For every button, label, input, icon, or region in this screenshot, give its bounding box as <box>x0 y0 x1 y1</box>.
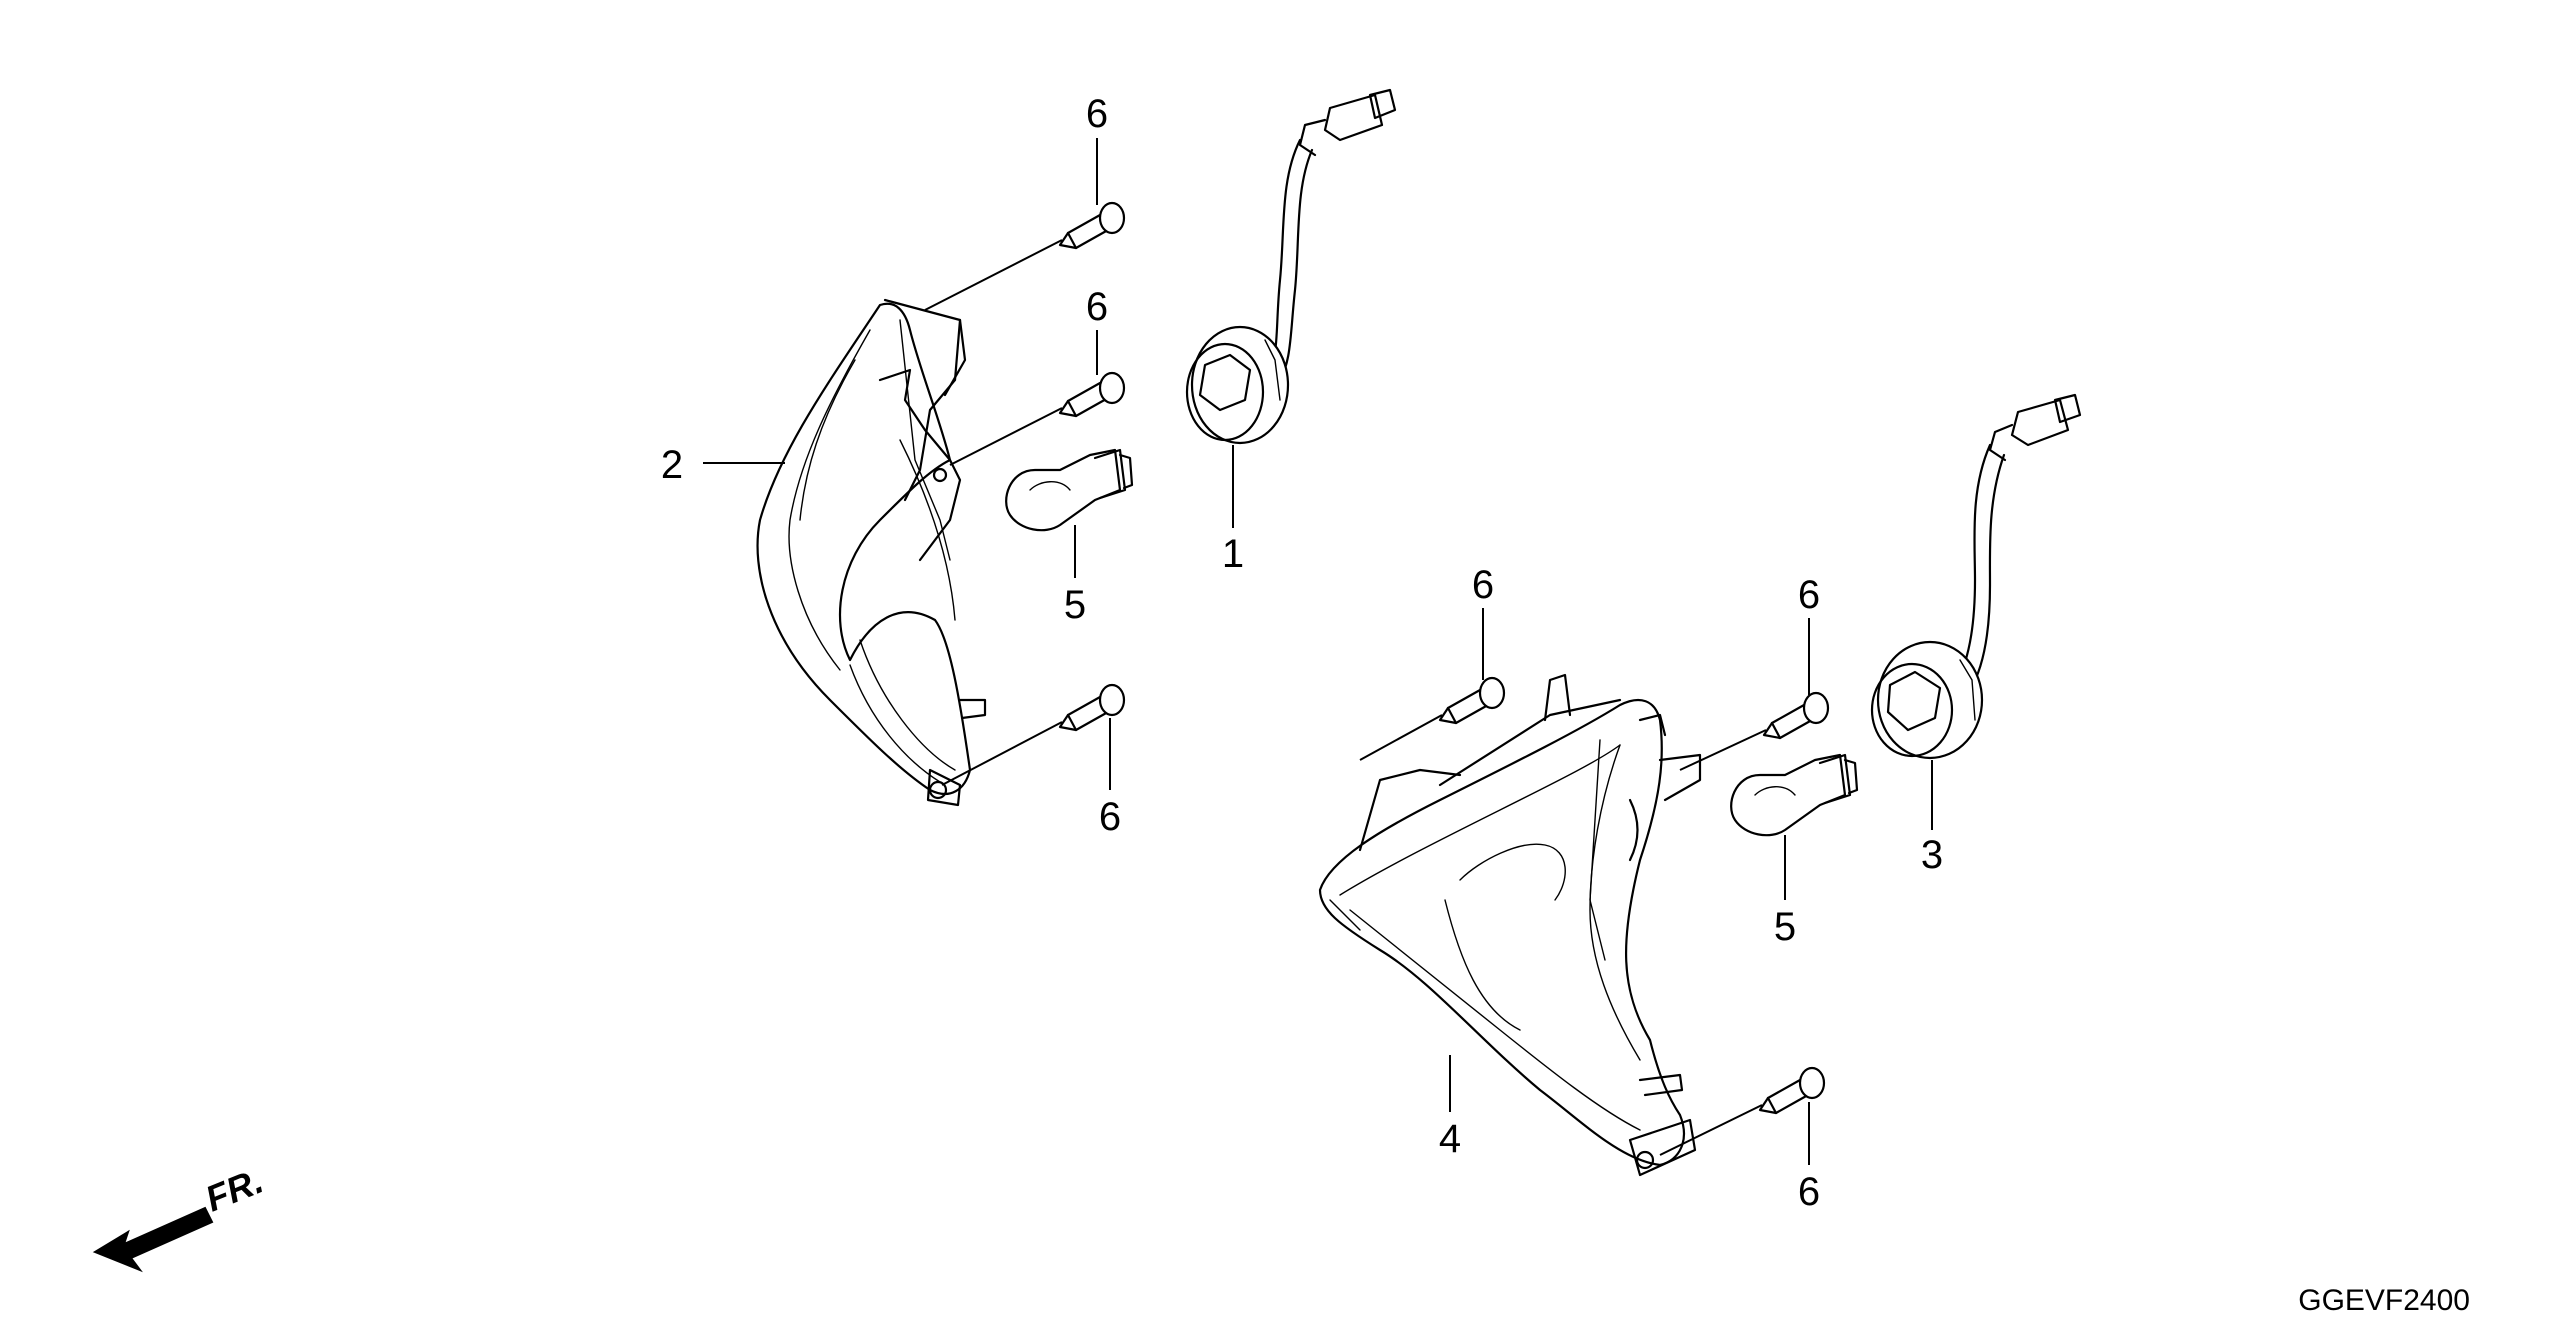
callout-6f: 6 <box>1798 1170 1820 1214</box>
callout-1: 1 <box>1222 532 1244 576</box>
callout-6a: 6 <box>1086 92 1108 136</box>
right-bulb <box>1730 753 1859 837</box>
callout-6c: 6 <box>1099 795 1121 839</box>
callout-6b: 6 <box>1086 285 1108 329</box>
callout-3: 3 <box>1921 833 1943 877</box>
screw-d <box>1438 676 1506 725</box>
screw-f <box>1758 1066 1826 1115</box>
right-bulb-socket <box>1870 393 2082 760</box>
right-turn-signal-lens <box>1318 673 1702 1177</box>
screw-e <box>1762 691 1830 740</box>
callout-labels: 6 6 2 1 5 6 6 6 3 5 4 6 <box>661 92 1943 1214</box>
callout-2: 2 <box>661 443 683 487</box>
screw-b <box>1058 371 1126 418</box>
callout-5a: 5 <box>1064 583 1086 627</box>
screw-a <box>1058 201 1126 250</box>
callout-4: 4 <box>1439 1117 1461 1161</box>
left-bulb-socket <box>1185 88 1397 445</box>
arrow-left-icon <box>92 1206 214 1273</box>
callout-6d: 6 <box>1472 563 1494 607</box>
callout-5b: 5 <box>1774 905 1796 949</box>
diagram-code: GGEVF2400 <box>2298 1284 2470 1317</box>
leader-lines <box>703 138 1933 1165</box>
left-turn-signal-lens <box>756 298 987 807</box>
front-label: FR. <box>200 1160 269 1220</box>
left-bulb <box>1005 448 1134 532</box>
screw-c <box>1058 683 1126 732</box>
front-direction-arrow: FR. <box>92 1160 269 1273</box>
callout-6e: 6 <box>1798 573 1820 617</box>
